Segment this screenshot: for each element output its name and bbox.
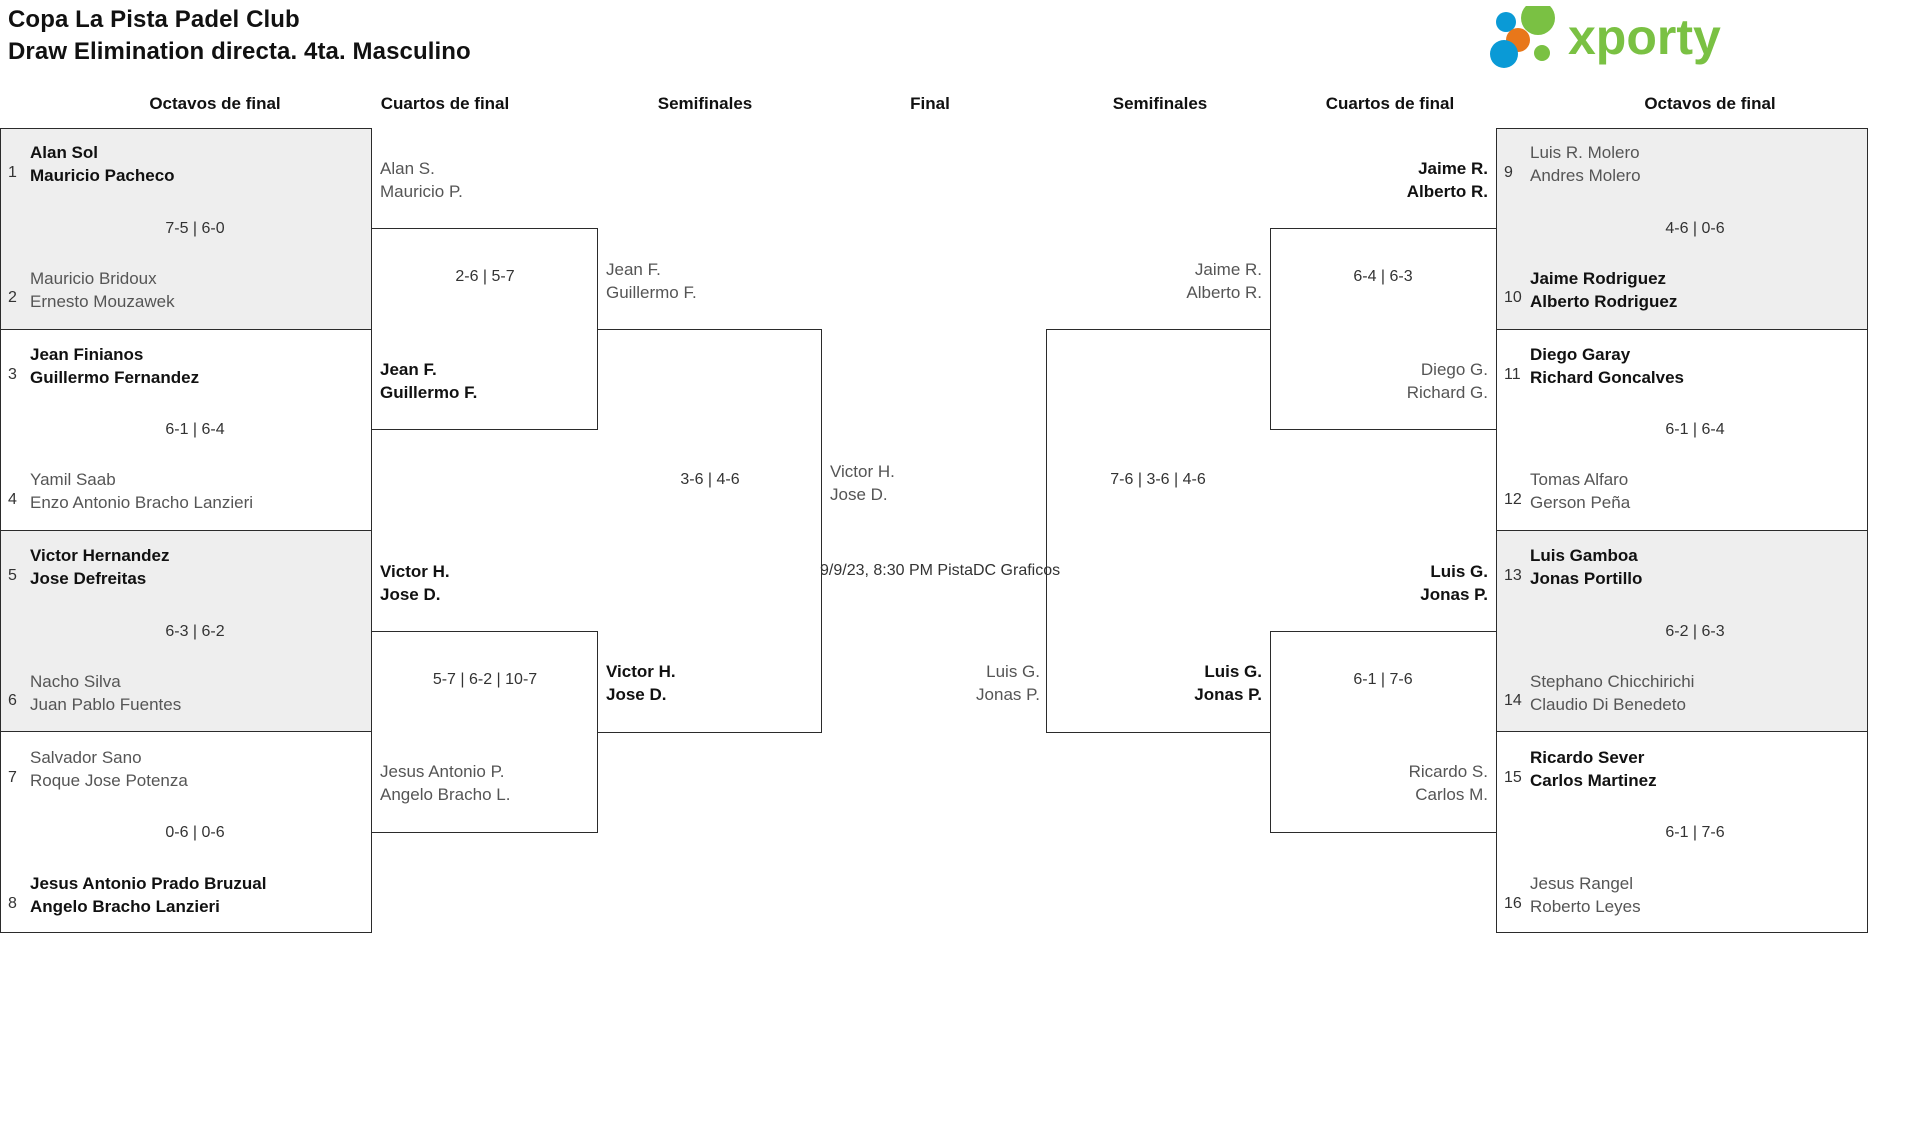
team-left-sf-1-top: Jean F.Guillermo F. xyxy=(606,260,697,302)
page-title: Copa La Pista Padel Club Draw Eliminatio… xyxy=(8,4,471,68)
seed-number: 3 xyxy=(8,366,17,383)
round-header-right-r16: Octavos de final xyxy=(1644,94,1776,113)
round-header-right-sf: Semifinales xyxy=(1112,94,1208,113)
round-header-right-qf: Cuartos de final xyxy=(1325,94,1455,113)
seed-number: 8 xyxy=(8,895,17,912)
score-left-sf-1: 3-6 | 4-6 xyxy=(680,471,740,488)
score-right-qf-2: 6-1 | 7-6 xyxy=(1353,671,1413,688)
match-cell-left-r16-1[interactable] xyxy=(0,128,372,330)
score-right-r16-4: 6-1 | 7-6 xyxy=(1665,824,1725,841)
xporty-logo[interactable]: xporty xyxy=(1476,6,1906,68)
seed-number: 6 xyxy=(8,692,17,709)
team-right-qf-1-top: Jaime R.Alberto R. xyxy=(1406,159,1488,201)
team-left-qf-2-top: Victor H.Jose D. xyxy=(380,562,450,604)
seed-number: 2 xyxy=(8,289,17,306)
logo-dot-green-small xyxy=(1534,45,1550,61)
logo-dot-blue-large xyxy=(1490,40,1518,68)
team-right-sf-1-bot: Luis G.Jonas P. xyxy=(1194,662,1262,704)
logo-dot-green-large xyxy=(1521,6,1555,35)
match-cell-left-r16-4[interactable] xyxy=(0,731,372,933)
seed-number: 13 xyxy=(1504,567,1522,584)
seed-number: 1 xyxy=(8,164,17,181)
seed-number: 9 xyxy=(1504,164,1513,181)
final-match-meta: 9/9/23, 8:30 PM PistaDC Graficos xyxy=(820,562,1061,579)
seed-number: 7 xyxy=(8,769,17,786)
connector-right-qf-1 xyxy=(1270,228,1496,430)
score-right-sf-1: 7-6 | 3-6 | 4-6 xyxy=(1110,471,1206,488)
seed-number: 16 xyxy=(1504,895,1522,912)
tournament-name: Copa La Pista Padel Club xyxy=(8,6,300,33)
connector-right-sf-1 xyxy=(1046,329,1270,733)
connector-left-sf-1 xyxy=(598,329,822,733)
team-left-qf-1-top: Alan S.Mauricio P. xyxy=(380,159,463,201)
team-right-sf-1-top: Jaime R.Alberto R. xyxy=(1186,260,1262,302)
score-right-r16-1: 4-6 | 0-6 xyxy=(1665,220,1725,237)
seed-number: 12 xyxy=(1504,491,1522,508)
draw-subtitle: Draw Elimination directa. 4ta. Masculino xyxy=(8,38,471,65)
team-left-qf-1-bot: Jean F.Guillermo F. xyxy=(380,360,478,402)
round-header-final: Final xyxy=(910,94,950,113)
score-right-qf-1: 6-4 | 6-3 xyxy=(1353,268,1413,285)
seed-number: 4 xyxy=(8,491,17,508)
score-right-r16-3: 6-2 | 6-3 xyxy=(1665,623,1725,640)
round-header-left-r16: Octavos de final xyxy=(149,94,281,113)
team-right-qf-1-bot: Diego G.Richard G. xyxy=(1406,360,1488,402)
team-right-qf-2-top: Luis G.Jonas P. xyxy=(1420,562,1488,604)
team-left-qf-2-bot: Jesus Antonio P.Angelo Bracho L. xyxy=(380,762,511,804)
connector-left-qf-1 xyxy=(372,228,598,430)
team-final-left: Victor H.Jose D. xyxy=(830,462,895,504)
logo-dot-blue-small xyxy=(1496,12,1516,32)
seed-number: 10 xyxy=(1504,289,1522,306)
match-cell-left-r16-3[interactable] xyxy=(0,530,372,732)
team-final-right: Luis G.Jonas P. xyxy=(976,662,1040,704)
match-cell-right-r16-2[interactable] xyxy=(1496,329,1868,531)
score-left-r16-3: 6-3 | 6-2 xyxy=(165,623,225,640)
score-right-r16-2: 6-1 | 6-4 xyxy=(1665,421,1725,438)
seed-number: 14 xyxy=(1504,692,1522,709)
seed-number: 15 xyxy=(1504,769,1522,786)
team-right-qf-2-bot: Ricardo S.Carlos M. xyxy=(1408,762,1488,804)
score-left-r16-4: 0-6 | 0-6 xyxy=(165,824,225,841)
score-left-qf-1: 2-6 | 5-7 xyxy=(455,268,515,285)
team-left-sf-1-bot: Victor H.Jose D. xyxy=(606,662,676,704)
match-cell-right-r16-4[interactable] xyxy=(1496,731,1868,933)
connector-right-qf-2 xyxy=(1270,631,1496,833)
logo-wordmark: xporty xyxy=(1568,9,1721,65)
match-cell-left-r16-2[interactable] xyxy=(0,329,372,531)
match-cell-right-r16-3[interactable] xyxy=(1496,530,1868,732)
connector-left-qf-2 xyxy=(372,631,598,833)
seed-number: 5 xyxy=(8,567,17,584)
score-left-r16-1: 7-5 | 6-0 xyxy=(165,220,225,237)
round-header-left-qf: Cuartos de final xyxy=(380,94,510,113)
seed-number: 11 xyxy=(1504,366,1521,383)
score-left-r16-2: 6-1 | 6-4 xyxy=(165,421,225,438)
score-left-qf-2: 5-7 | 6-2 | 10-7 xyxy=(432,671,538,688)
round-header-left-sf: Semifinales xyxy=(657,94,753,113)
